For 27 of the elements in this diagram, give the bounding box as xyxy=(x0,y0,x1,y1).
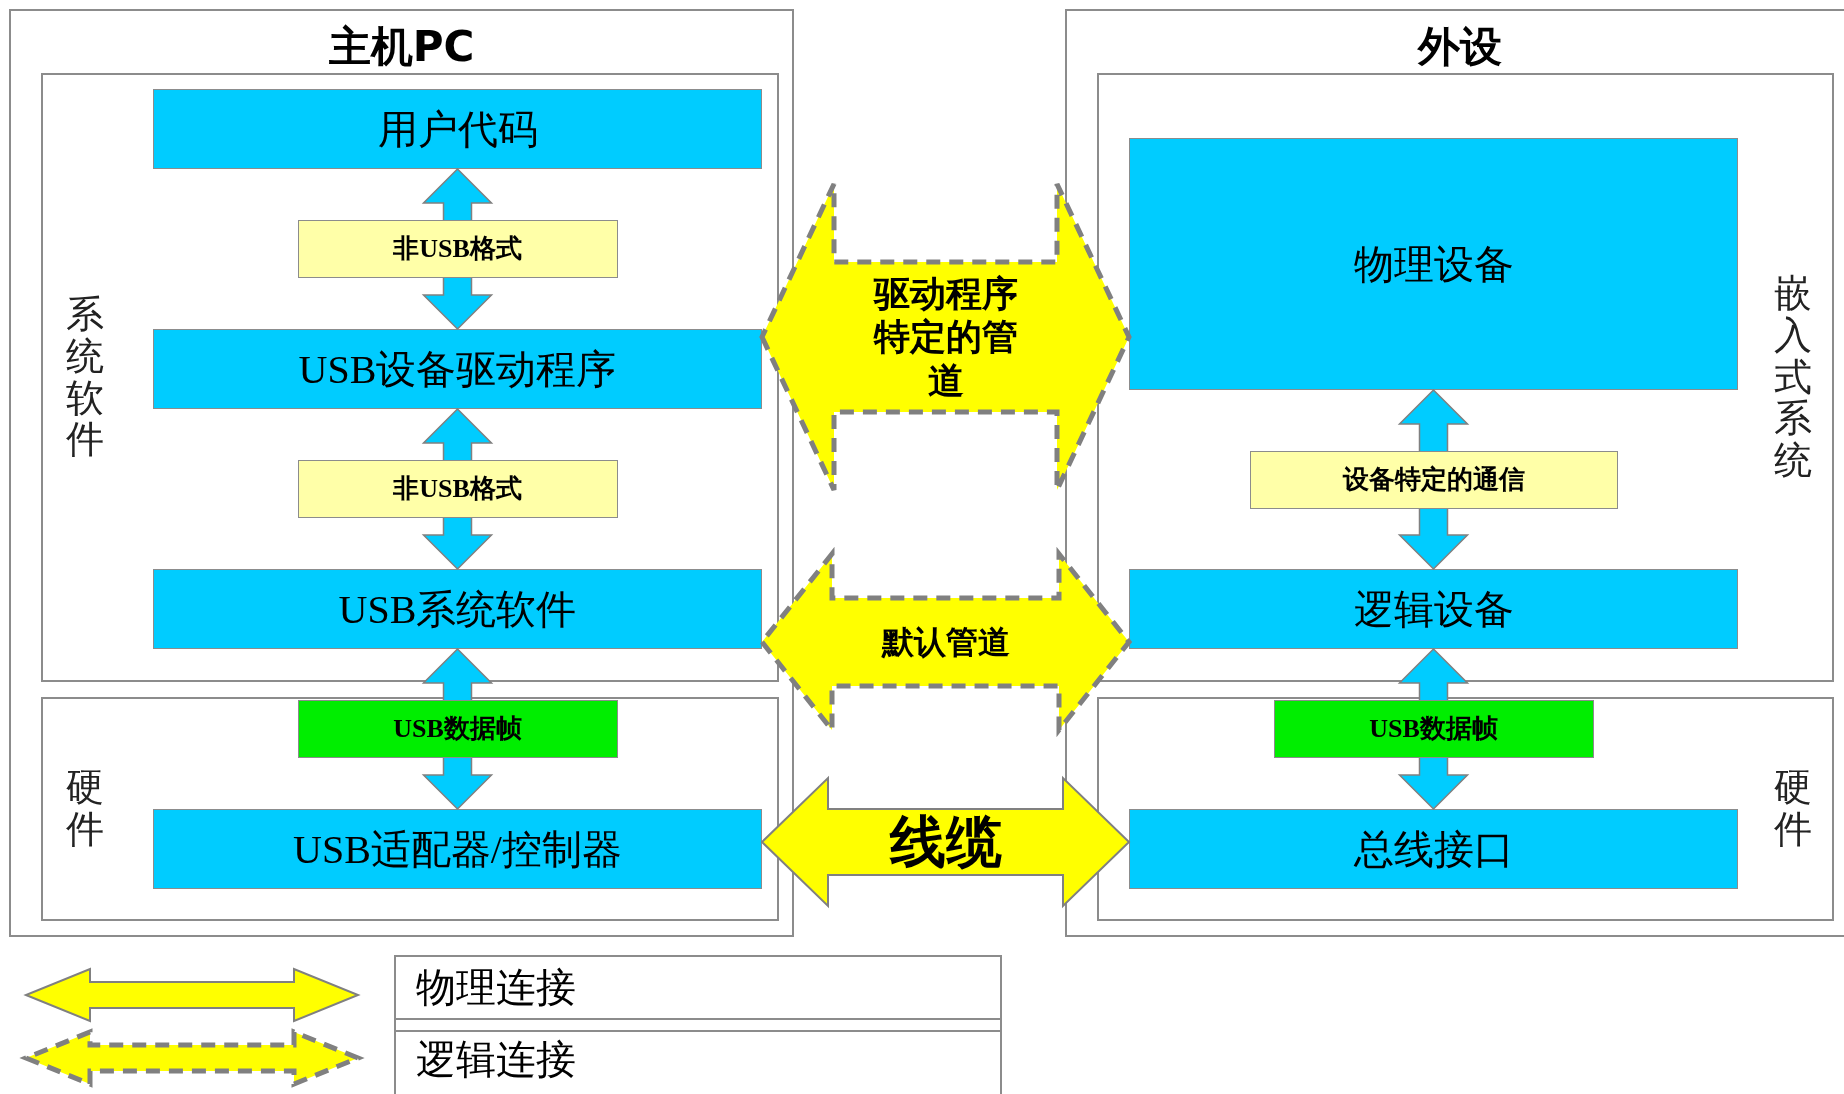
process-box: 物理设备 xyxy=(1129,138,1738,390)
edge-label: 驱动程序特定的管道 xyxy=(872,272,1019,403)
edge-label: USB数据帧 xyxy=(297,700,618,758)
process-box: USB系统软件 xyxy=(153,569,762,649)
legend-label: 物理连接 xyxy=(416,964,576,1012)
edge-label: 线缆 xyxy=(888,810,1003,874)
side-label: 硬件 xyxy=(66,767,104,851)
group-box xyxy=(9,9,794,937)
side-label: 系统软件 xyxy=(66,293,104,462)
process-box: USB适配器/控制器 xyxy=(153,809,762,889)
side-label: 硬件 xyxy=(1774,767,1812,851)
process-box: USB设备驱动程序 xyxy=(153,329,762,409)
edge-label: 非USB格式 xyxy=(297,460,618,518)
group-box xyxy=(1065,9,1844,937)
edge-label: 默认管道 xyxy=(880,621,1011,663)
edge-label: 设备特定的通信 xyxy=(1249,450,1618,509)
process-box: 逻辑设备 xyxy=(1129,569,1738,649)
edge-label: 非USB格式 xyxy=(297,220,618,278)
legend-label: 逻辑连接 xyxy=(416,1036,576,1084)
panel-heading: 外设 xyxy=(1418,21,1502,73)
group-box xyxy=(41,73,779,682)
process-box: 总线接口 xyxy=(1129,809,1738,889)
side-label: 嵌入式系统 xyxy=(1774,273,1812,482)
process-box: 用户代码 xyxy=(153,89,762,169)
panel-heading: 主机PC xyxy=(328,21,475,73)
edge-label: USB数据帧 xyxy=(1273,700,1594,758)
group-box xyxy=(1097,73,1834,682)
